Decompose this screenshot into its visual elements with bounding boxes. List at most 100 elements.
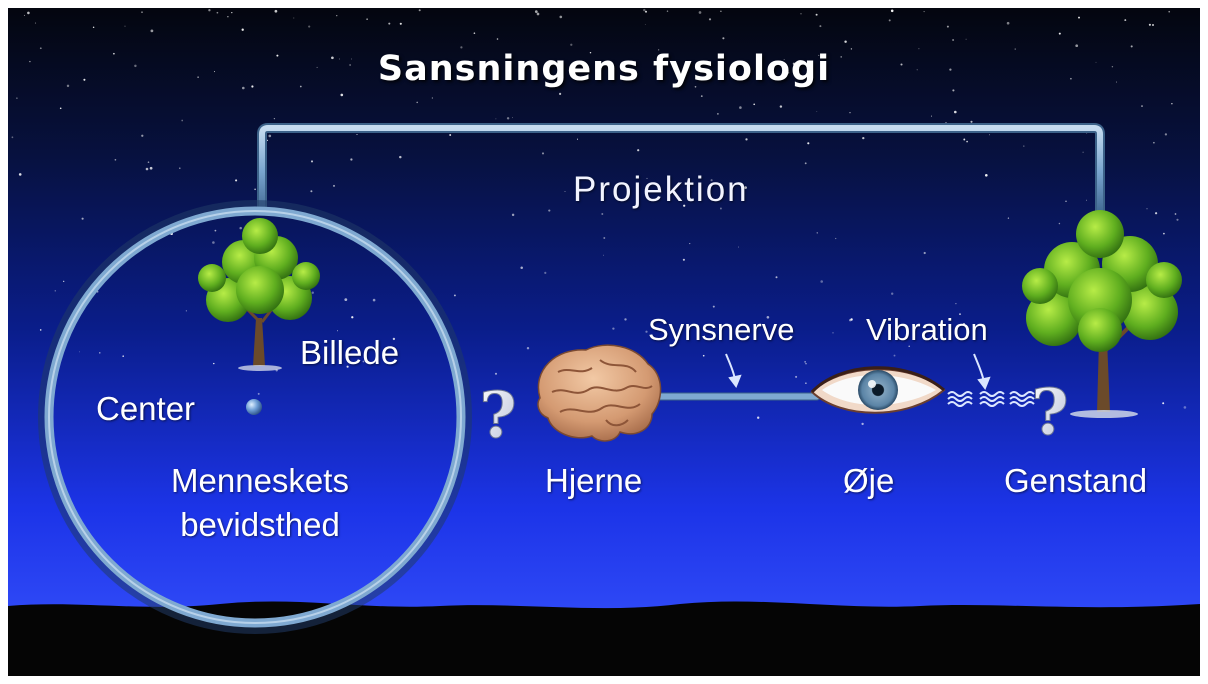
star [122, 355, 124, 357]
star [667, 10, 668, 11]
star [559, 16, 562, 19]
star [310, 190, 312, 192]
star [1184, 406, 1187, 409]
star [643, 9, 645, 11]
star [542, 152, 544, 154]
star [242, 29, 244, 31]
star [1147, 208, 1148, 209]
star [894, 355, 896, 357]
star [344, 298, 347, 301]
star [805, 363, 806, 364]
star [753, 103, 755, 105]
star [312, 292, 314, 294]
star [432, 97, 433, 98]
star [82, 218, 84, 220]
star [275, 10, 278, 13]
brain-icon [538, 345, 660, 441]
star [570, 44, 572, 46]
star [497, 38, 499, 40]
star [181, 120, 183, 122]
star [12, 136, 14, 138]
star [254, 189, 256, 191]
star [601, 213, 603, 215]
star [16, 97, 18, 99]
star [931, 116, 932, 117]
star [804, 361, 805, 362]
star [1165, 133, 1167, 135]
star [739, 106, 742, 109]
star [274, 118, 275, 119]
center-label: Center [96, 391, 195, 427]
object-label: Genstand [1004, 463, 1147, 499]
star [1162, 402, 1164, 404]
star [416, 102, 418, 104]
star [603, 237, 605, 239]
star [212, 241, 215, 244]
star [776, 276, 778, 278]
star [124, 26, 125, 27]
star [1149, 24, 1151, 26]
star [19, 173, 22, 176]
star [955, 303, 956, 304]
star [179, 167, 180, 168]
svg-text:?: ? [479, 378, 517, 453]
star [1152, 24, 1154, 26]
projection-label: Projektion [573, 171, 749, 210]
star [99, 352, 100, 353]
star [1153, 142, 1155, 144]
eye-label: Øje [843, 463, 894, 499]
star [512, 214, 514, 216]
star [1078, 17, 1080, 19]
star [966, 141, 968, 143]
star [849, 112, 850, 113]
star [709, 18, 711, 20]
vibration-label: Vibration [866, 313, 988, 347]
star [612, 327, 614, 329]
star [535, 10, 538, 13]
star [738, 247, 739, 248]
star [701, 95, 703, 97]
star [985, 174, 988, 177]
question-mark-icon: ? [1031, 375, 1069, 450]
star [27, 12, 30, 15]
star [970, 121, 972, 123]
star [559, 93, 561, 95]
star [717, 113, 719, 115]
star [891, 10, 894, 13]
star [40, 329, 42, 331]
star [963, 139, 965, 141]
star [850, 318, 852, 320]
star [449, 134, 451, 136]
star [55, 290, 56, 291]
star [861, 423, 863, 425]
star [1086, 200, 1087, 201]
star [819, 25, 821, 27]
star [1124, 19, 1126, 21]
star [795, 376, 797, 378]
star [337, 330, 338, 331]
star [891, 293, 893, 295]
star [40, 47, 42, 49]
star [340, 94, 343, 97]
star [336, 15, 337, 16]
star [1168, 11, 1170, 13]
star [924, 11, 925, 12]
consciousness-label: Menneskets bevidsthed [110, 459, 410, 547]
star [1007, 22, 1010, 25]
star [512, 117, 513, 118]
star [311, 160, 313, 162]
star [24, 15, 25, 16]
star [703, 355, 705, 357]
star [835, 238, 836, 239]
star [1171, 103, 1172, 104]
star [947, 26, 949, 28]
star [474, 32, 476, 34]
star [268, 135, 271, 138]
star [805, 162, 807, 164]
star [308, 26, 310, 28]
star [722, 37, 724, 39]
star [1059, 223, 1061, 225]
star [862, 137, 864, 139]
star [148, 161, 150, 163]
